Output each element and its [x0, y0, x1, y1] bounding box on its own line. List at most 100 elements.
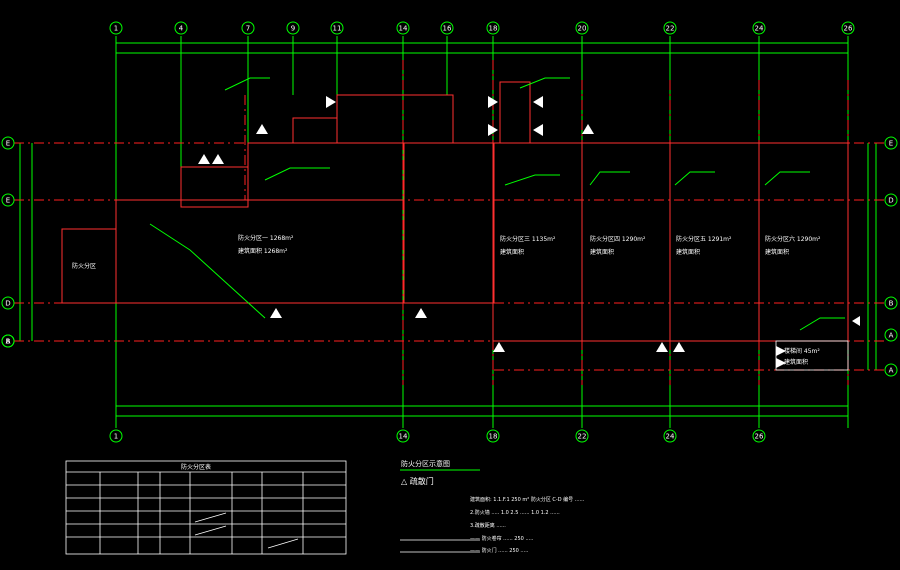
axis-bubble-icon — [884, 136, 898, 150]
axis-bubbles-bottom: 1 14 18 22 24 26 — [109, 429, 766, 443]
axis-bubble-icon — [884, 193, 898, 207]
dimension-frame — [19, 42, 877, 417]
axis-label: 1 — [114, 433, 118, 441]
axis-label: 24 — [666, 433, 675, 441]
fire-zone-core — [499, 81, 531, 144]
horizontal-axis-lines — [14, 142, 886, 371]
svg-text:建筑面积: 建筑面积 — [500, 248, 524, 256]
axis-label: 9 — [291, 25, 295, 33]
axis-label: 22 — [578, 433, 587, 441]
fire-zone-2 — [403, 142, 495, 304]
svg-text:楼梯间 45m²: 楼梯间 45m² — [784, 347, 820, 355]
axis-bubbles-right: E D B A A — [884, 136, 898, 377]
axis-label: 24 — [755, 25, 764, 33]
axis-bubble-icon — [109, 21, 123, 35]
legend-row-1: 建筑面积: 1.1.F.1 250 m² 防火分区 C-D 编号 ...... — [470, 496, 585, 503]
axis-label: 22 — [666, 25, 675, 33]
axis-label: A — [889, 332, 894, 340]
axis-bubble-icon — [663, 21, 677, 35]
axis-label: D — [5, 300, 10, 308]
axis-label: 18 — [489, 25, 498, 33]
axis-bubble-icon — [396, 21, 410, 35]
exit-door-triangle-icon — [326, 96, 336, 108]
axis-label: A — [6, 338, 11, 346]
axis-bubble-icon — [884, 363, 898, 377]
axis-label: 26 — [844, 25, 853, 33]
leader-lines — [149, 77, 845, 331]
axis-bubble-icon — [752, 429, 766, 443]
axis-label: E — [6, 197, 10, 205]
exit-door-triangle-icon — [256, 124, 268, 134]
axis-label: E — [6, 140, 10, 148]
fire-zones — [61, 81, 849, 371]
svg-text:防火分区三 1135m²: 防火分区三 1135m² — [500, 235, 556, 243]
svg-text:防火分区: 防火分区 — [72, 262, 96, 270]
svg-text:防火分区四 1290m²: 防火分区四 1290m² — [590, 235, 646, 243]
axis-bubble-icon — [286, 21, 300, 35]
exit-door-triangle-icon — [776, 358, 786, 368]
axis-label: 7 — [246, 25, 250, 33]
exit-door-triangle-icon — [533, 96, 543, 108]
axis-label: 4 — [179, 25, 184, 33]
exit-door-triangle-icon — [673, 342, 685, 352]
axis-label: 18 — [489, 433, 498, 441]
axis-label: D — [888, 197, 893, 205]
exit-triangles — [198, 96, 860, 368]
exit-door-triangle-icon — [488, 124, 498, 136]
table-title: 防火分区表 — [181, 463, 211, 471]
axis-bubble-icon — [396, 429, 410, 443]
vertical-grid-lines — [115, 36, 849, 428]
fire-zone-small-north — [292, 117, 338, 144]
axis-bubble-icon — [440, 21, 454, 35]
exit-door-triangle-icon — [533, 124, 543, 136]
svg-text:建筑面积 1268m²: 建筑面积 1268m² — [238, 247, 288, 255]
axis-bubble-icon — [884, 328, 898, 342]
axis-bubble-icon — [752, 21, 766, 35]
axis-bubble-icon — [330, 21, 344, 35]
exit-door-triangle-icon — [582, 124, 594, 134]
axis-bubble-icon — [1, 334, 15, 348]
exit-door-triangle-icon — [776, 346, 786, 356]
fire-zone-west-annex — [61, 228, 117, 304]
legend-row-4: —— 防火卷帘 ...... 250 ..... — [470, 535, 534, 542]
legend-row-5: —— 防火门 ...... 250 ..... — [470, 547, 529, 554]
exit-door-triangle-icon — [493, 342, 505, 352]
axis-label: B — [889, 300, 894, 308]
axis-bubble-icon — [486, 429, 500, 443]
axis-label: A — [889, 367, 894, 375]
axis-label: 26 — [755, 433, 764, 441]
svg-text:建筑面积: 建筑面积 — [765, 248, 789, 256]
zone-labels: 防火分区一 1268m² 建筑面积 1268m² 防火分区三 1135m² 建筑… — [72, 234, 821, 366]
svg-text:建筑面积: 建筑面积 — [590, 248, 614, 256]
fire-zone-table — [65, 460, 347, 555]
legend-row-2: 2.防火墙 ..... 1.0 2.5 ...... 1.0 1.2 .....… — [470, 509, 560, 516]
svg-text:防火分区五 1291m²: 防火分区五 1291m² — [676, 235, 732, 243]
fire-zone-1-north — [247, 142, 405, 201]
exit-door-triangle-icon — [212, 154, 224, 164]
svg-text:防火分区一 1268m²: 防火分区一 1268m² — [238, 234, 294, 242]
axis-label: 1 — [114, 25, 118, 33]
axis-label: E — [889, 140, 893, 148]
axis-label: 16 — [443, 25, 452, 33]
axis-bubble-icon — [1, 296, 15, 310]
exit-door-triangle-icon — [656, 342, 668, 352]
exit-door-triangle-icon — [488, 96, 498, 108]
exit-door-triangle-icon — [415, 308, 427, 318]
legend-door-label: △ 疏散门 — [401, 476, 434, 486]
exit-door-triangle-icon — [198, 154, 210, 164]
axis-bubble-icon — [241, 21, 255, 35]
legend — [400, 469, 480, 553]
axis-bubble-icon — [884, 296, 898, 310]
fire-zone-stair-north — [336, 94, 454, 144]
axis-bubble-icon — [575, 21, 589, 35]
exit-door-triangle-icon — [852, 316, 860, 326]
legend-row-3: 3.疏散距离 ...... — [470, 522, 506, 529]
svg-text:建筑面积: 建筑面积 — [784, 358, 808, 366]
axis-label: 14 — [399, 433, 408, 441]
stair-outline — [180, 166, 249, 208]
vertical-axis-lines-red — [244, 60, 849, 385]
